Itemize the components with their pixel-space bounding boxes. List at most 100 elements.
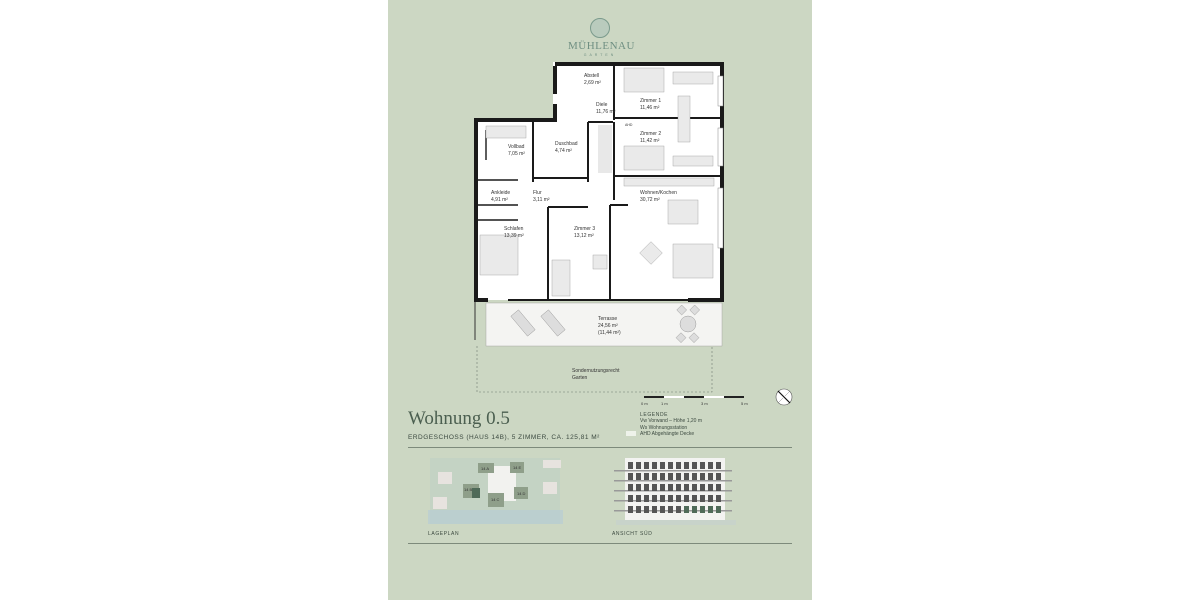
terrace-furniture (510, 304, 700, 343)
window (644, 506, 649, 513)
window (692, 462, 697, 469)
window (676, 473, 681, 480)
room-name: Flur (533, 190, 542, 196)
garden-label: Garten (572, 375, 588, 381)
window (660, 495, 665, 502)
window (684, 473, 689, 480)
window (684, 462, 689, 469)
north-arrow-icon (775, 388, 793, 406)
legend-item: AHD Abgehängte Decke (640, 430, 695, 437)
unit-subtitle: ERDGESCHOSS (HAUS 14B), 5 ZIMMER, CA. 12… (408, 434, 600, 441)
window (636, 473, 641, 480)
terrace-area: 24,56 m² (598, 323, 618, 329)
window (652, 462, 657, 469)
window (716, 495, 721, 502)
building-label: 14 D (517, 491, 526, 496)
legend-item: Ws Wohnungsstation (640, 424, 688, 431)
window (692, 495, 697, 502)
window (636, 462, 641, 469)
window (708, 462, 713, 469)
window (684, 484, 689, 491)
brand-logo: MÜHLENAU GARTEN (568, 18, 634, 57)
scale-label: 0 m (641, 401, 648, 406)
window (628, 495, 633, 502)
window (668, 473, 673, 480)
room-name: Zimmer 2 (640, 131, 661, 137)
room-name: Vollbad (508, 144, 525, 150)
room-name: Duschbad (555, 141, 578, 147)
window (700, 506, 705, 513)
window (644, 473, 649, 480)
window (692, 484, 697, 491)
room-area: 4,74 m² (555, 148, 572, 154)
window (668, 462, 673, 469)
windows (717, 75, 724, 249)
scale-label: 5 m (741, 401, 748, 406)
scale-bar: 0 m 1 m 3 m 5 m (641, 396, 748, 406)
room-area: 7,05 m² (508, 151, 525, 157)
floor-plan-sheet: MÜHLENAU GARTEN (388, 0, 812, 600)
walls (474, 62, 724, 302)
building-label: 14 C (491, 497, 500, 502)
terrace-area-weighted: (11,44 m²) (598, 330, 621, 336)
window (628, 473, 633, 480)
room-name: Diele (596, 102, 608, 108)
room-area: 13,12 m² (574, 233, 594, 239)
room-name: Abstell (584, 73, 599, 79)
legend-item: Vw Vorwand – Höhe 1,20 m (640, 418, 702, 425)
south-elevation (614, 458, 736, 525)
window (676, 484, 681, 491)
window (708, 473, 713, 480)
room-name: Schlafen (504, 226, 524, 232)
balcony (614, 480, 732, 482)
brand-subline: GARTEN (583, 53, 617, 57)
window (676, 462, 681, 469)
window (636, 506, 641, 513)
window (676, 495, 681, 502)
divider (408, 447, 792, 448)
window (628, 506, 633, 513)
window (652, 495, 657, 502)
window (668, 506, 673, 513)
elevation-caption: ANSICHT SÜD (612, 531, 653, 537)
terrace-name: Terrasse (598, 316, 617, 322)
window (652, 473, 657, 480)
window (692, 506, 697, 513)
room-area: 30,72 m² (640, 197, 660, 203)
building-label: 14 E (513, 465, 522, 470)
window (644, 462, 649, 469)
scale-label: 1 m (661, 401, 668, 406)
divider (408, 543, 792, 544)
window (660, 473, 665, 480)
window (716, 506, 721, 513)
window (700, 473, 705, 480)
window (684, 495, 689, 502)
legend: LEGENDE Vw Vorwand – Höhe 1,20 m Ws Wohn… (626, 412, 702, 437)
window (716, 484, 721, 491)
window (652, 506, 657, 513)
building-label: 14 B (464, 487, 473, 492)
window (628, 484, 633, 491)
room-name: Ankleide (491, 190, 510, 196)
site-plan-caption: LAGEPLAN (428, 531, 460, 537)
floor-plan: Abstell 2,69 m² Diele 11,76 m² Zimmer 1 … (428, 62, 793, 525)
room-area: 2,69 m² (584, 80, 601, 86)
window (668, 495, 673, 502)
scale-label: 3 m (701, 401, 708, 406)
window (716, 473, 721, 480)
furniture (479, 67, 715, 297)
window (644, 484, 649, 491)
building-label: 14 A (481, 466, 489, 471)
unit-title: Wohnung 0.5 (408, 408, 510, 429)
tree-logo-icon (590, 18, 610, 38)
window (660, 484, 665, 491)
room-area: 3,11 m² (533, 197, 550, 203)
window (644, 495, 649, 502)
garden-boundary (476, 346, 713, 393)
window (628, 462, 633, 469)
site-plan: 14 A 14 E 14 B 14 C 14 D (428, 458, 563, 524)
window (652, 484, 657, 491)
room-area: 11,46 m² (640, 105, 660, 111)
window (660, 462, 665, 469)
window (636, 495, 641, 502)
